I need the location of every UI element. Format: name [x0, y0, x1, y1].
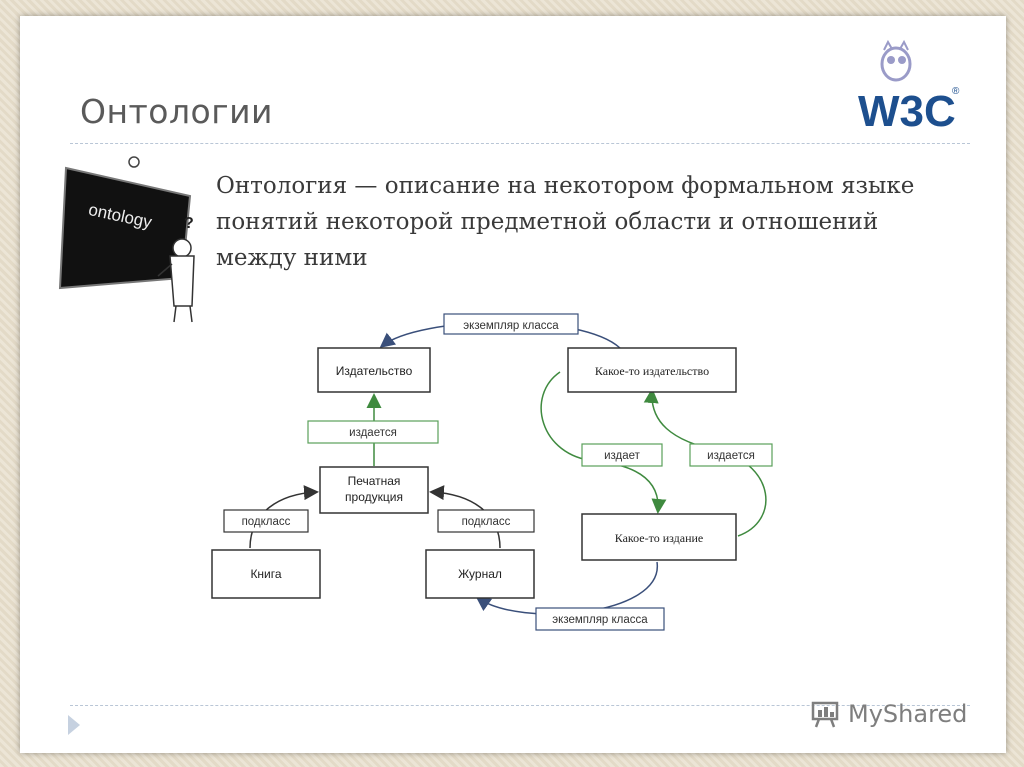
node-kniga: Книга: [211, 549, 321, 599]
myshared-brand: MyShared: [848, 700, 968, 728]
node-izdatelstvo: Издательство: [317, 347, 431, 393]
myshared-watermark: MyShared: [810, 699, 967, 729]
node-izdatelstvo-label: Издательство: [336, 364, 413, 378]
node-pechatnaya-label-1: Печатная: [348, 474, 401, 488]
label-podklass-right-text: подкласс: [462, 516, 511, 528]
label-podklass-right: подкласс: [437, 509, 535, 533]
label-podklass-left: подкласс: [223, 509, 309, 533]
title-divider: [70, 143, 970, 144]
arrow-podklass-left: [249, 485, 319, 549]
slide: Онтологии W3C ® ontology ? Онтология — о…: [20, 16, 1006, 753]
node-pechatnaya-produktsiya: Печатная продукция: [319, 466, 429, 514]
ontology-illustration: ontology ?: [58, 156, 195, 323]
w3c-logo-reg: ®: [952, 86, 960, 97]
node-zhurnal-label: Журнал: [458, 567, 502, 581]
label-izdaetsya-right: издается: [689, 443, 773, 467]
node-kakoe-izdatelstvo-label: Какое-то издательство: [595, 364, 709, 378]
myshared-logo-icon: [811, 701, 839, 728]
node-kakoe-izdanie-label: Какое-то издание: [615, 531, 704, 545]
node-zhurnal: Журнал: [425, 549, 535, 599]
label-ekzemplyar-top-text: экземпляр класса: [463, 320, 559, 332]
label-izdaetsya-left-text: издается: [349, 427, 397, 439]
label-izdaet: издает: [581, 443, 663, 467]
node-pechatnaya-label-2: продукция: [345, 490, 403, 504]
ontology-diagram: Издательство Печатная продукция Книга Жу…: [211, 313, 773, 631]
node-kniga-label: Книга: [250, 567, 281, 581]
definition-text: Онтология — описание на некотором формал…: [216, 173, 915, 271]
w3c-logo-text: W3C: [858, 87, 956, 134]
label-izdaetsya-left: издается: [307, 420, 439, 444]
label-podklass-left-text: подкласс: [242, 516, 291, 528]
node-kakoe-izdanie: Какое-то издание: [581, 513, 737, 561]
arrow-izdaet: [540, 371, 667, 514]
footer-divider: [70, 705, 970, 706]
arrow-podklass-right: [429, 485, 501, 549]
label-ekzemplyar-bottom: экземпляр класса: [535, 607, 665, 631]
w3c-logo-icon: W3C ®: [858, 39, 960, 134]
page-title: Онтологии: [80, 92, 273, 131]
label-ekzemplyar-top: экземпляр класса: [443, 313, 579, 335]
label-izdaetsya-right-text: издается: [707, 450, 755, 462]
next-slide-arrow-icon[interactable]: [68, 715, 80, 735]
label-ekzemplyar-bottom-text: экземпляр класса: [552, 614, 648, 626]
node-kakoe-izdatelstvo: Какое-то издательство: [567, 347, 737, 393]
label-izdaet-text: издает: [604, 450, 641, 462]
question-mark: ?: [184, 215, 194, 232]
